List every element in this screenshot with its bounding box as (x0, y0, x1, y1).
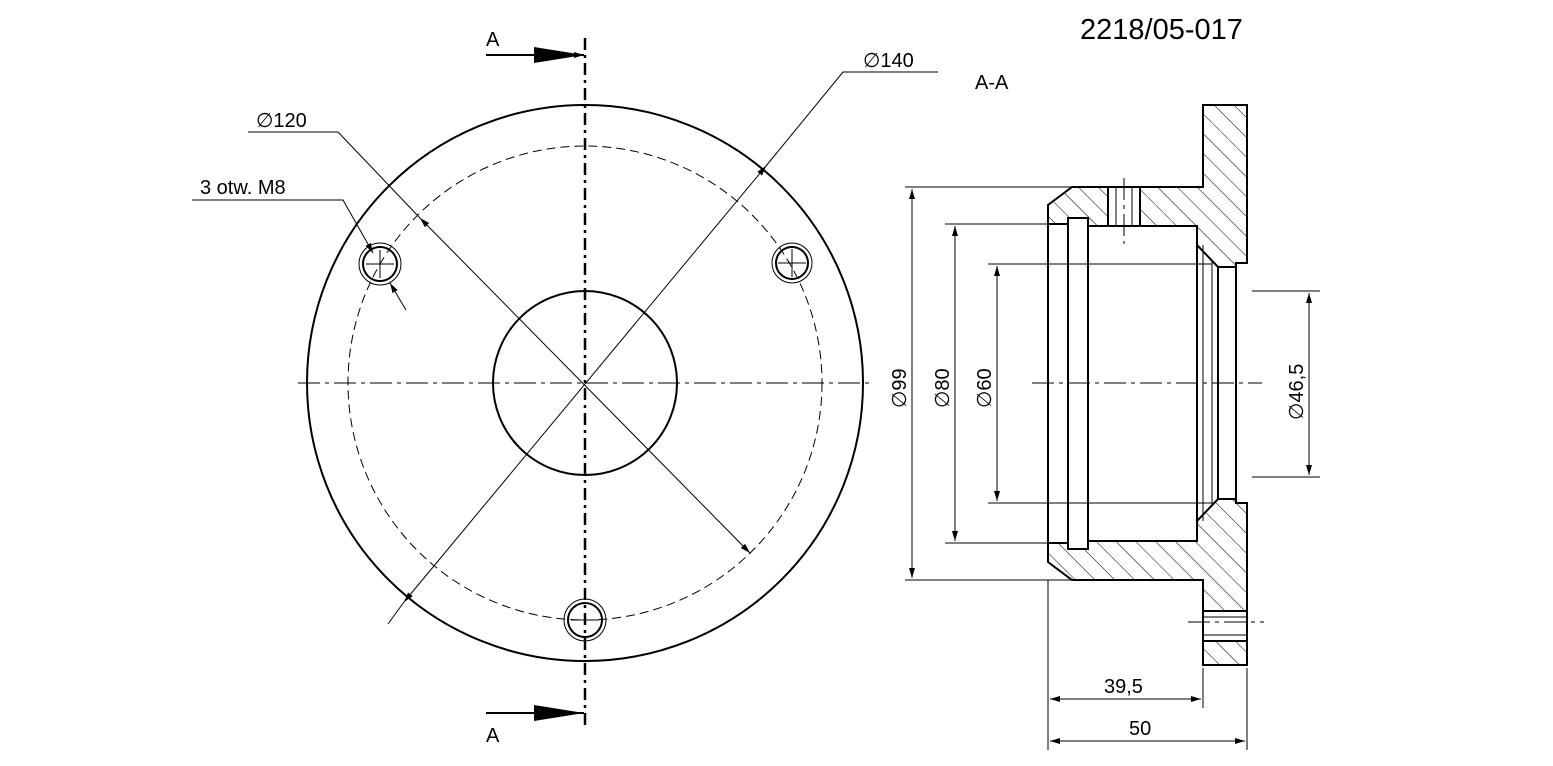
holes-leader (192, 199, 374, 254)
dim-140-label: ∅140 (863, 50, 914, 72)
dim-120-label: ∅120 (256, 110, 307, 132)
front-view: A A ∅120 ∅140 3 otw. M8 (192, 29, 938, 747)
cut-arrowhead-top (534, 47, 584, 63)
drawing-number: 2218/05-017 (1080, 14, 1243, 46)
dim-140-line (403, 165, 767, 603)
bolt-hole-right (771, 242, 813, 284)
section-title: A-A (975, 72, 1009, 94)
dim-50-label: 50 (1129, 718, 1151, 740)
section-upper-half (1047, 104, 1248, 268)
cut-label-bottom: A (486, 725, 500, 747)
flange-hole (1202, 610, 1248, 642)
dim-39-5-label: 39,5 (1104, 676, 1143, 698)
dim-46-5-label: ∅46,5 (1286, 364, 1308, 420)
dim-140-ext (387, 601, 405, 625)
dim-80-label: ∅80 (932, 368, 954, 408)
cut-label-top: A (486, 29, 500, 51)
dim-140-leader (765, 71, 938, 167)
holes-callout-ext (389, 282, 407, 311)
section-view: ∅99 ∅80 ∅60 ∅46,5 39,5 50 (889, 104, 1320, 750)
cut-arrowhead-bottom (534, 705, 584, 721)
dim-60-label: ∅60 (974, 368, 996, 408)
holes-label: 3 otw. M8 (200, 177, 286, 199)
dim-99-label: ∅99 (889, 368, 911, 408)
bolt-hole-left (358, 242, 402, 286)
dim-120-leader (248, 131, 421, 219)
